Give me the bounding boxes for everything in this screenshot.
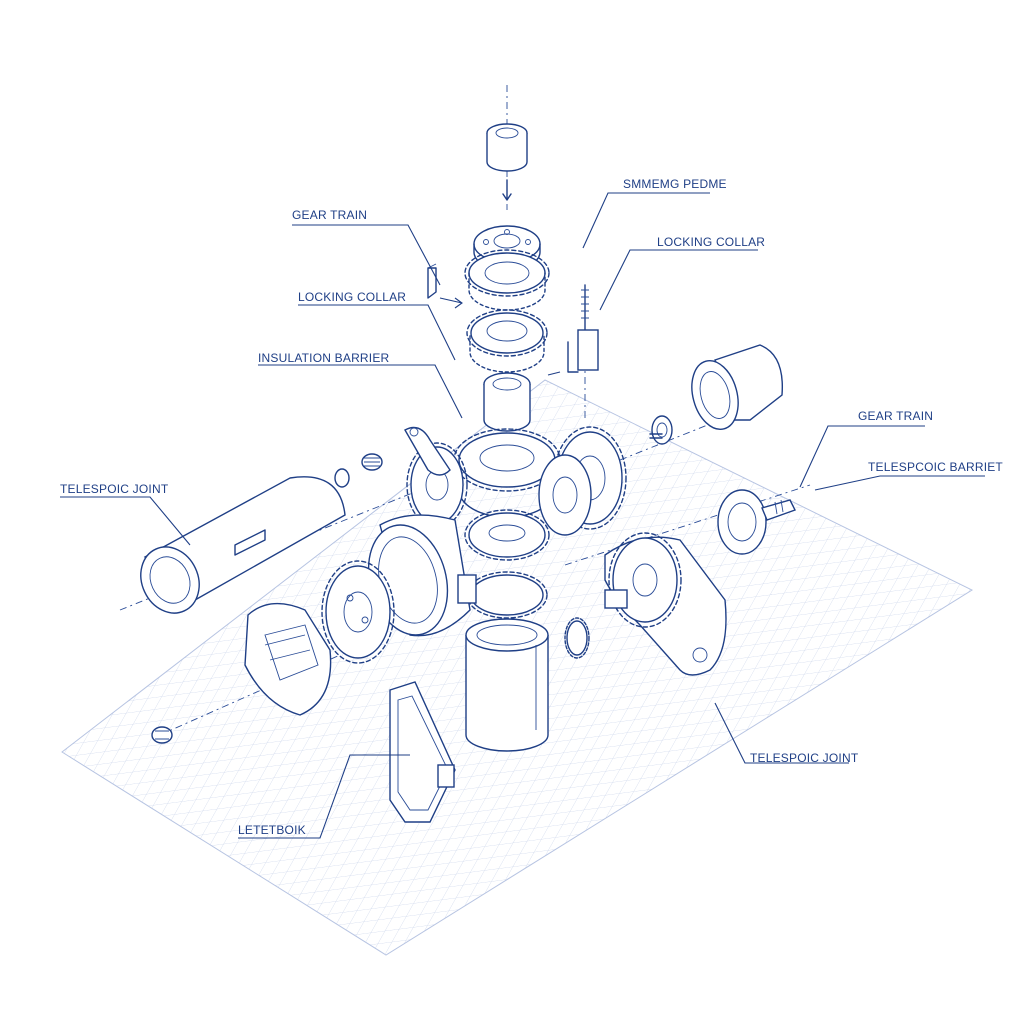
label-insulation-barrier: INSULATION BARRIER <box>258 351 390 365</box>
small-ring-right <box>649 415 673 445</box>
label-telespcoic-barriet: TELESPCOIC BARRIET <box>868 460 1003 474</box>
clip-bracket <box>427 263 437 299</box>
top-bushing <box>486 123 528 172</box>
left-housing-plate <box>244 602 332 716</box>
right-gear-pair <box>538 426 627 536</box>
label-gear-train-right: GEAR TRAIN <box>858 409 933 423</box>
flanged-disc-right <box>717 489 796 555</box>
central-gear-stack <box>453 428 561 619</box>
label-telespoic-joint-left: TELESPOIC JOINT <box>60 482 169 496</box>
label-smemg-pedme: SMMEMG PEDME <box>623 177 727 191</box>
threaded-rod <box>567 284 599 373</box>
rectangular-bracket <box>389 681 456 823</box>
small-nut <box>151 726 173 744</box>
small-gear-right <box>564 617 590 659</box>
label-locking-collar-left: LOCKING COLLAR <box>298 290 406 304</box>
upper-gear <box>464 249 550 311</box>
label-locking-collar-right: LOCKING COLLAR <box>657 235 765 249</box>
crank-arm-left <box>404 426 451 476</box>
middle-gear <box>466 309 548 373</box>
label-telespoic-joint-bottom: TELESPOIC JOINT <box>750 751 859 765</box>
label-gear-train-top: GEAR TRAIN <box>292 208 367 222</box>
ring-housing <box>367 514 477 637</box>
right-arm-bracket <box>604 532 727 676</box>
left-gear-wheel <box>321 560 395 664</box>
label-letetboik: LETETBOIK <box>238 823 306 837</box>
center-sleeve <box>483 372 531 432</box>
lower-cylinder <box>465 618 549 752</box>
small-spring <box>334 453 383 488</box>
right-connector-housing <box>691 344 784 430</box>
leader-lines <box>60 192 985 839</box>
callout-labels: GEAR TRAIN LOCKING COLLAR INSULATION BAR… <box>60 177 1003 837</box>
telescopic-tube <box>140 476 346 614</box>
